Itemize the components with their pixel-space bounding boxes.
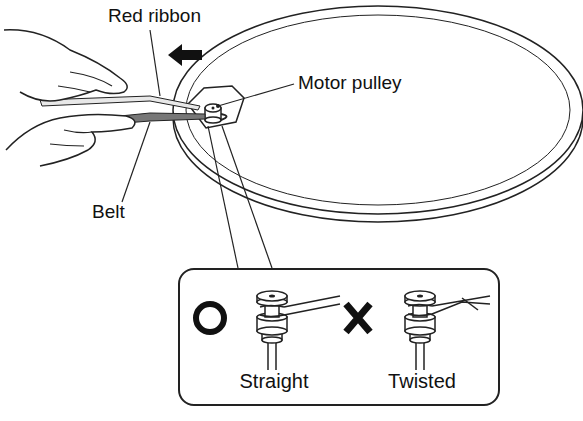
inset-caption: Twisted: [388, 370, 456, 392]
inset-caption: Straight: [240, 370, 309, 392]
part-label: Belt: [92, 202, 125, 223]
inset-box: Straight Twisted: [178, 268, 500, 406]
part-label: Motor pulley: [298, 73, 402, 94]
part-label: Red ribbon: [108, 6, 201, 27]
